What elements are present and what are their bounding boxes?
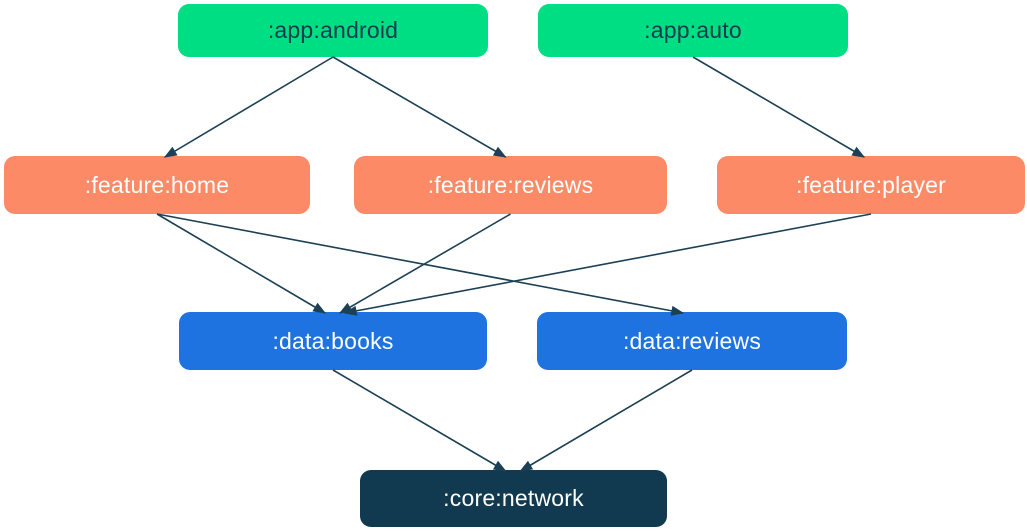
edge-feature_home-to-data_books	[156, 213, 327, 314]
node-app-android: :app:android	[178, 4, 488, 57]
edge-app_auto-to-feature_player	[692, 56, 866, 158]
node-label: :feature:reviews	[427, 171, 594, 198]
edge-data_reviews-to-core_network	[519, 369, 693, 472]
node-feature-player: :feature:player	[717, 156, 1025, 214]
edge-app_android-to-feature_reviews	[332, 56, 507, 158]
node-label: :app:android	[267, 17, 399, 43]
node-core-network: :core:network	[360, 470, 667, 527]
edge-feature_reviews-to-data_books	[338, 213, 511, 314]
node-data-books: :data:books	[179, 312, 487, 370]
node-label: :feature:player	[795, 171, 947, 198]
edge-feature_player-to-data_books	[343, 213, 872, 316]
node-feature-home: :feature:home	[4, 156, 310, 214]
node-label: :app:auto	[644, 17, 742, 43]
node-feature-reviews: :feature:reviews	[354, 156, 667, 214]
edge-app_android-to-feature_home	[163, 56, 334, 158]
node-app-auto: :app:auto	[538, 4, 848, 57]
node-data-reviews: :data:reviews	[537, 312, 847, 370]
node-label: :feature:home	[84, 171, 230, 198]
node-label: :data:books	[272, 327, 394, 354]
node-label: :core:network	[443, 485, 584, 511]
edge-data_books-to-core_network	[332, 369, 507, 472]
edge-feature_home-to-data_reviews	[156, 213, 685, 316]
node-label: :data:reviews	[622, 327, 762, 354]
